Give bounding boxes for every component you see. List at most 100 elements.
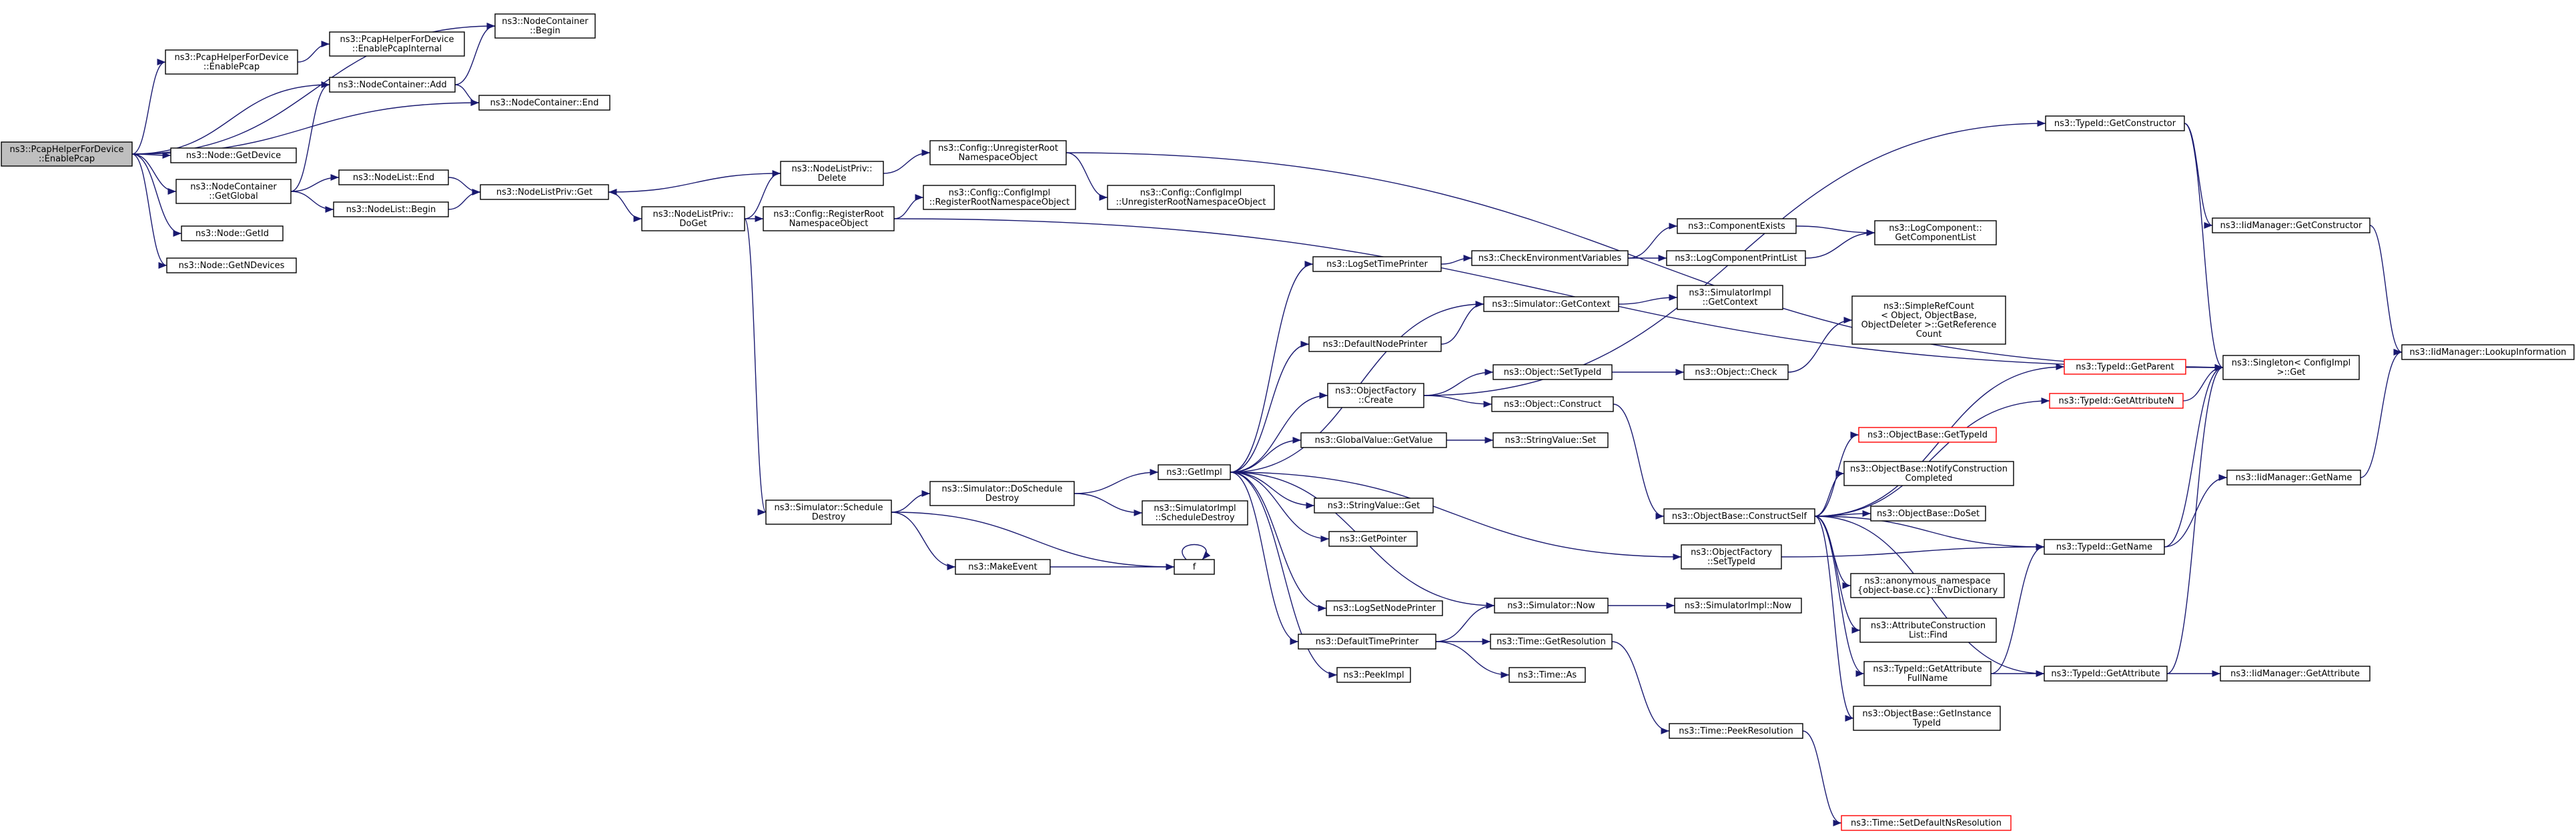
node-getpointer[interactable]: ns3::GetPointer	[1328, 531, 1418, 547]
node-makeevent[interactable]: ns3::MakeEvent	[955, 559, 1051, 575]
node-obconstructself[interactable]: ns3::ObjectBase::ConstructSelf	[1663, 508, 1815, 524]
node-tidgetname[interactable]: ns3::TypeId::GetName	[2044, 539, 2165, 555]
node-singletonget[interactable]: ns3::Singleton< ConfigImpl>::Get	[2222, 355, 2360, 380]
node-cfgimplreg[interactable]: ns3::Config::ConfigImpl::RegisterRootNam…	[923, 185, 1076, 210]
node-logcompgcl[interactable]: ns3::LogComponent::GetComponentList	[1874, 220, 1997, 245]
node-getimpl[interactable]: ns3::GetImpl	[1158, 464, 1231, 480]
call-edge	[2369, 225, 2403, 355]
node-svget[interactable]: ns3::StringValue::Get	[1314, 498, 1434, 514]
call-edge	[891, 512, 1175, 571]
node-anonenv[interactable]: ns3::anonymous_namespace{object-base.cc}…	[1850, 573, 2005, 598]
node-timeas[interactable]: ns3::Time::As	[1509, 667, 1586, 683]
nodes-layer: ns3::PcapHelperForDevice::EnablePcapns3:…	[1, 13, 2575, 831]
node-obdoset[interactable]: ns3::ObjectBase::DoSet	[1870, 506, 1986, 522]
node-obgettypeid[interactable]: ns3::ObjectBase::GetTypeId	[1858, 427, 1997, 443]
node-deftimeprinter[interactable]: ns3::DefaultTimePrinter	[1298, 634, 1436, 650]
node-box	[181, 225, 284, 241]
node-label: ns3::LogComponent::	[1889, 223, 1982, 233]
node-iidgetattr[interactable]: ns3::IidManager::GetAttribute	[2220, 666, 2371, 682]
node-gvgetvalue[interactable]: ns3::GlobalValue::GetValue	[1300, 432, 1447, 448]
node-simgetctx[interactable]: ns3::Simulator::GetContext	[1483, 296, 1619, 312]
call-edge	[1230, 472, 1338, 678]
node-getid[interactable]: ns3::Node::GetId	[181, 225, 284, 241]
node-cfgunreg[interactable]: ns3::Config::UnregisterRootNamespaceObje…	[929, 140, 1067, 165]
node-cfgreg[interactable]: ns3::Config::RegisterRootNamespaceObject	[763, 206, 895, 231]
node-objsettypeid[interactable]: ns3::Object::SetTypeId	[1492, 364, 1613, 380]
node-logsetnp[interactable]: ns3::LogSetNodePrinter	[1326, 600, 1443, 616]
call-edge	[1230, 472, 1682, 561]
node-ncadd[interactable]: ns3::NodeContainer::Add	[329, 77, 456, 93]
node-label: ns3::NodeList::End	[353, 173, 434, 183]
node-simimplgetctx[interactable]: ns3::SimulatorImpl::GetContext	[1677, 285, 1783, 310]
node-simplerefcount[interactable]: ns3::SimpleRefCount< Object, ObjectBase,…	[1851, 295, 2006, 345]
node-iidlookup[interactable]: ns3::IidManager::LookupInformation	[2401, 344, 2575, 360]
node-nlpget[interactable]: ns3::NodeListPriv::Get	[480, 184, 609, 200]
node-box	[2044, 666, 2168, 682]
node-simimplscheddestroy[interactable]: ns3::SimulatorImpl::ScheduleDestroy	[1142, 500, 1248, 526]
node-tidgetparent[interactable]: ns3::TypeId::GetParent	[2064, 359, 2186, 375]
node-simimplnow[interactable]: ns3::SimulatorImpl::Now	[1674, 598, 1802, 614]
node-getdevice[interactable]: ns3::Node::GetDevice	[170, 147, 297, 163]
node-ncend[interactable]: ns3::NodeContainer::End	[478, 95, 610, 111]
node-timesetdef[interactable]: ns3::Time::SetDefaultNsResolution	[1841, 815, 2012, 831]
call-edge	[454, 22, 496, 85]
node-tidgetctor[interactable]: ns3::TypeId::GetConstructor	[2045, 115, 2185, 131]
node-box	[1107, 185, 1275, 210]
node-label: ns3::AttributeConstruction	[1871, 621, 1986, 631]
node-cfgimplunreg[interactable]: ns3::Config::ConfigImpl::UnregisterRootN…	[1107, 185, 1275, 210]
node-label: ns3::Simulator::Now	[1507, 601, 1595, 611]
node-checkenv[interactable]: ns3::CheckEnvironmentVariables	[1471, 250, 1629, 266]
node-label: ns3::ObjectFactory	[1691, 548, 1772, 558]
node-tidgetattrn[interactable]: ns3::TypeId::GetAttributeN	[2049, 393, 2184, 409]
node-timepeekres[interactable]: ns3::Time::PeekResolution	[1669, 723, 1803, 739]
node-box	[329, 31, 465, 57]
node-label: ns3::Simulator::GetContext	[1492, 299, 1610, 309]
node-label: NamespaceObject	[959, 153, 1038, 163]
node-box	[1850, 573, 2005, 598]
node-objfactcreate[interactable]: ns3::ObjectFactory::Create	[1327, 383, 1424, 408]
node-pcapint[interactable]: ns3::PcapHelperForDevice::EnablePcapInte…	[329, 31, 465, 57]
node-label: ns3::ObjectBase::ConstructSelf	[1672, 512, 1807, 522]
node-nlpdoget[interactable]: ns3::NodeListPriv::DoGet	[641, 206, 745, 231]
node-getndev[interactable]: ns3::Node::GetNDevices	[166, 257, 297, 273]
node-iidgetctor[interactable]: ns3::IidManager::GetConstructor	[2212, 217, 2371, 233]
node-svset[interactable]: ns3::StringValue::Set	[1492, 432, 1609, 448]
node-logcomppl[interactable]: ns3::LogComponentPrintList	[1666, 250, 1806, 266]
node-pcapdev[interactable]: ns3::PcapHelperForDevice::EnablePcap	[165, 49, 298, 75]
node-defnodeprinter[interactable]: ns3::DefaultNodePrinter	[1308, 336, 1442, 352]
call-edge	[1802, 730, 1842, 826]
call-edge	[893, 193, 924, 219]
node-box	[333, 201, 449, 217]
node-objconstruct[interactable]: ns3::Object::Construct	[1491, 396, 1614, 412]
node-nlend[interactable]: ns3::NodeList::End	[338, 169, 449, 185]
node-label: ns3::TypeId::GetName	[2056, 542, 2152, 552]
node-root[interactable]: ns3::PcapHelperForDevice::EnablePcap	[1, 141, 133, 167]
node-box	[2220, 666, 2371, 682]
node-ncbegin[interactable]: ns3::NodeContainer::Begin	[494, 13, 596, 39]
node-objcheck[interactable]: ns3::Object::Check	[1683, 364, 1789, 380]
node-nlbegin[interactable]: ns3::NodeList::Begin	[333, 201, 449, 217]
node-iidgetname[interactable]: ns3::IidManager::GetName	[2226, 470, 2361, 486]
node-f[interactable]: f	[1174, 559, 1215, 575]
node-obnotify[interactable]: ns3::ObjectBase::NotifyConstructionCompl…	[1843, 461, 2014, 486]
node-tidgetattr[interactable]: ns3::TypeId::GetAttribute	[2044, 666, 2168, 682]
node-objfactsettid[interactable]: ns3::ObjectFactory::SetTypeId	[1681, 544, 1782, 570]
node-compexists[interactable]: ns3::ComponentExists	[1677, 218, 1797, 234]
node-peekimpl[interactable]: ns3::PeekImpl	[1336, 667, 1411, 683]
call-edge	[883, 149, 931, 174]
node-logsettp[interactable]: ns3::LogSetTimePrinter	[1312, 256, 1442, 272]
node-simscheddestroy[interactable]: ns3::Simulator::ScheduleDestroy	[765, 500, 892, 525]
call-edge	[1423, 368, 1494, 396]
node-timegetres[interactable]: ns3::Time::GetResolution	[1490, 634, 1613, 650]
node-nlpdelete[interactable]: ns3::NodeListPriv::Delete	[780, 161, 884, 186]
node-simnow[interactable]: ns3::Simulator::Now	[1494, 598, 1609, 614]
node-label: GetComponentList	[1895, 233, 1976, 243]
node-label: ns3::Time::PeekResolution	[1679, 726, 1793, 736]
call-edge	[1230, 472, 1299, 645]
node-ncgetglobal[interactable]: ns3::NodeContainer::GetGlobal	[175, 179, 292, 204]
node-box	[1683, 364, 1789, 380]
